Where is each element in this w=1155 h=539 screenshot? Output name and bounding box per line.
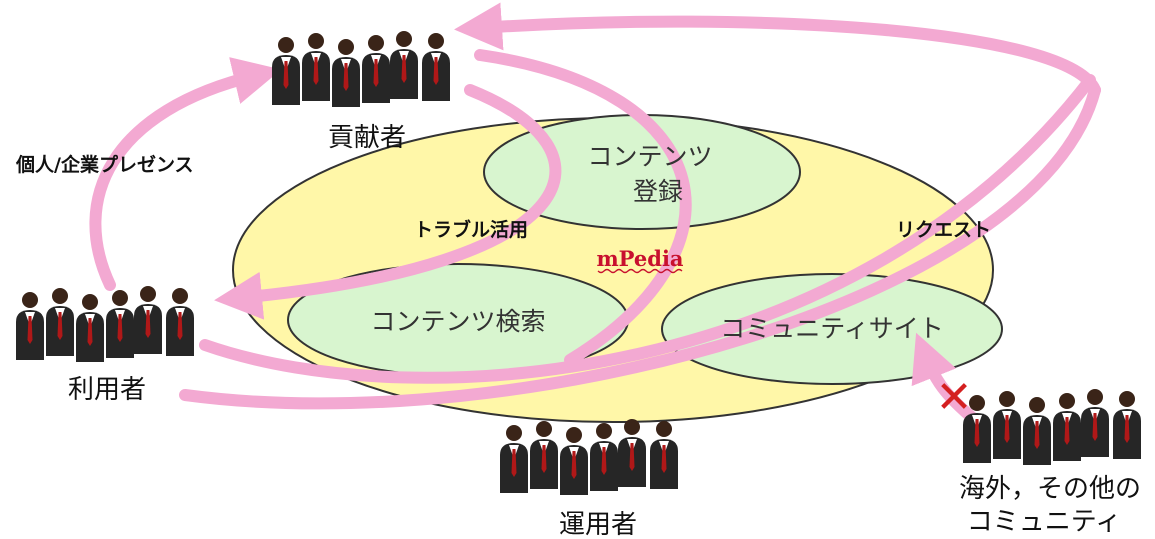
operators-label: 運用者: [559, 510, 637, 539]
users-label: 利用者: [68, 375, 146, 405]
users-group-image: [16, 286, 194, 362]
community-site-label: コミュニティサイト: [720, 314, 944, 343]
content-search-label: コンテンツ検索: [370, 307, 545, 336]
contributors-label: 貢献者: [328, 123, 406, 153]
overseas-to-community-arrow: [911, 332, 981, 426]
users-to-contributors-arrow: [179, 84, 1101, 410]
content-register-label-line1: コンテンツ: [587, 142, 712, 171]
mpedia-title-underline: [597, 268, 683, 274]
content-register-label-line2: 登録: [633, 177, 683, 206]
overseas-label-line2: コミュニティ: [967, 507, 1121, 537]
mpedia-title: mPedia: [596, 246, 683, 271]
trouble-flow-label: トラブル活用: [414, 218, 528, 241]
trouble-arrow: [214, 84, 562, 320]
register-loop-arrow: [474, 49, 692, 366]
contributors-group-image: [272, 31, 450, 107]
request-flow-label: リクエスト: [896, 219, 991, 241]
user-return-arrow: [199, 74, 1096, 384]
presence-arrow: [89, 57, 282, 291]
operators-group-image: [500, 419, 678, 495]
overseas-group-image: [963, 389, 1141, 465]
request-arrow: [454, 2, 1101, 96]
blocked-x-mark: ✕: [936, 372, 973, 423]
flow-arrows: [89, 2, 1101, 426]
presence-flow-label: 個人/企業プレゼンス: [15, 153, 194, 176]
overseas-label-line1: 海外，その他の: [959, 474, 1141, 504]
